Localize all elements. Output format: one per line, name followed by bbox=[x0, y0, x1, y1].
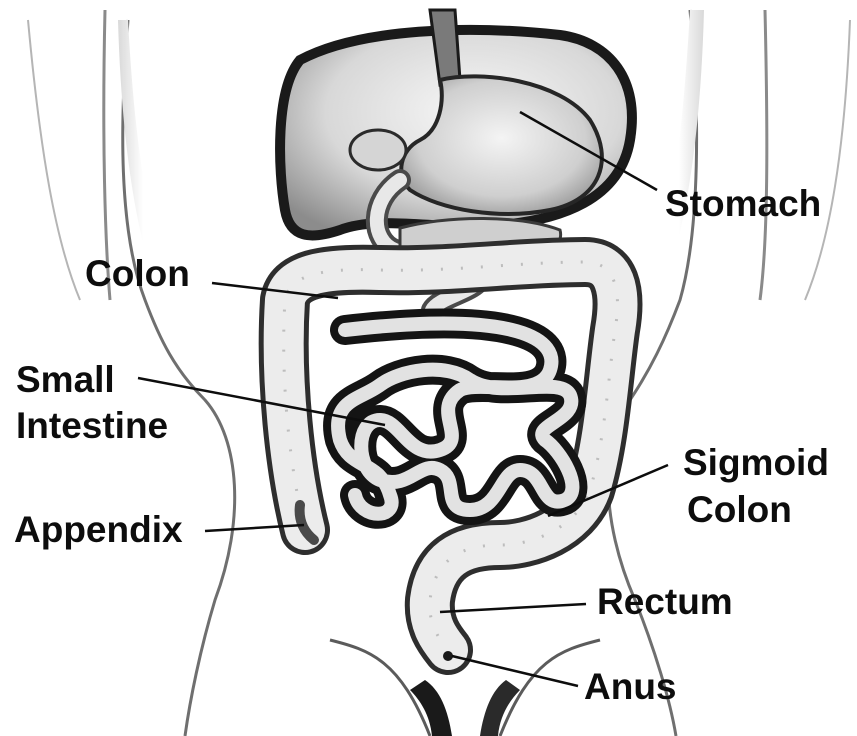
rectum-label: Rectum bbox=[597, 580, 733, 624]
anus bbox=[443, 651, 453, 661]
anus-leader bbox=[452, 656, 578, 686]
colon-label: Colon bbox=[85, 252, 190, 296]
small-intestine bbox=[338, 324, 572, 514]
small-intestine-label-line1: Small bbox=[16, 358, 115, 402]
sigmoid-colon-label-line1: Sigmoid bbox=[683, 441, 829, 485]
gallbladder bbox=[350, 130, 406, 170]
sigmoid-colon-label-line2: Colon bbox=[687, 488, 792, 532]
stomach-label: Stomach bbox=[665, 182, 821, 226]
small-intestine-label-line2: Intestine bbox=[16, 404, 168, 448]
rectum-leader bbox=[440, 604, 586, 612]
anus-label: Anus bbox=[584, 665, 677, 709]
appendix-label: Appendix bbox=[14, 508, 183, 552]
